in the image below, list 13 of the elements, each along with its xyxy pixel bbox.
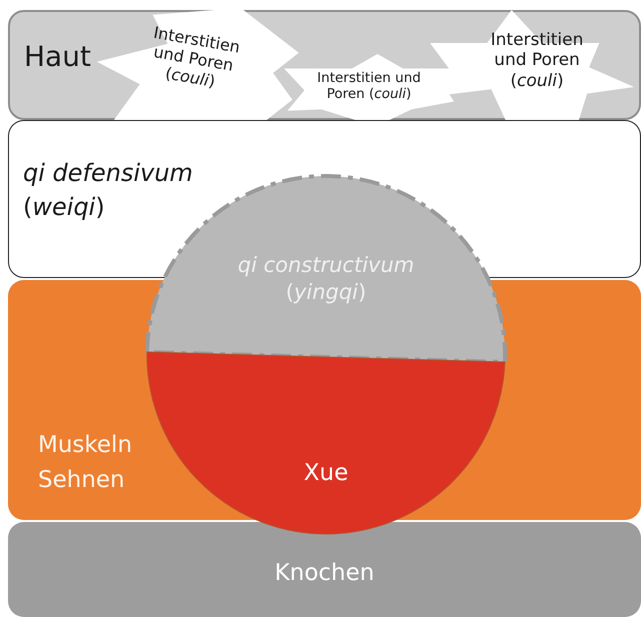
pore-label: Interstitien und Poren (couli) — [316, 70, 422, 102]
segment-label: (yingqi) — [284, 280, 368, 306]
bone-layer-background — [8, 522, 641, 617]
layer-label: qi defensivum — [23, 159, 193, 188]
skin-layer-background — [8, 10, 641, 120]
segment-label: Xue — [302, 460, 350, 488]
layer-label: Haut — [24, 40, 91, 74]
layer-label: Muskeln Sehnen — [38, 431, 134, 494]
segment-label: qi constructivum — [236, 253, 416, 278]
pore-label: Interstitien und Poren (couli) — [490, 30, 584, 92]
pore-label: Interstitien und Poren (couli) — [151, 22, 242, 94]
layer-label: (weiqi) — [23, 193, 105, 222]
layer-label: Knochen — [274, 560, 376, 588]
